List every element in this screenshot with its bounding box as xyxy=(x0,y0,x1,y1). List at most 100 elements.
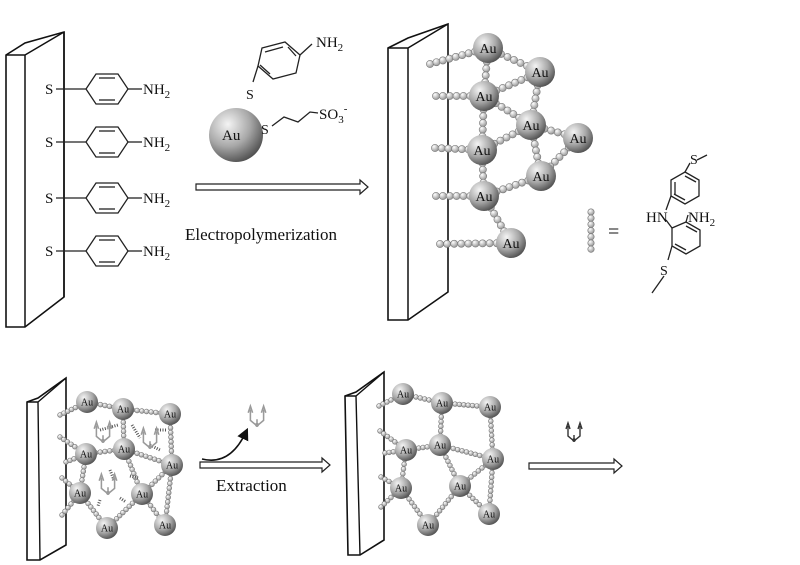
gold-nanoparticle xyxy=(154,514,176,536)
gold-nanoparticle xyxy=(390,477,412,499)
template-node xyxy=(106,490,110,495)
polymer-bead xyxy=(153,409,159,416)
polymer-bead xyxy=(488,418,494,424)
polymer-bead xyxy=(469,402,476,409)
polymer-bead xyxy=(413,394,419,400)
polymer-bead xyxy=(450,239,459,248)
gold-nanoparticle xyxy=(161,454,183,476)
polymer-bead xyxy=(400,466,407,472)
polymer-bead xyxy=(488,483,494,490)
polymer-bead xyxy=(587,233,595,241)
extraction-arrow xyxy=(199,456,331,474)
polymer-bead xyxy=(381,501,388,507)
polymer-bead xyxy=(485,239,494,248)
polymer-bead xyxy=(155,475,162,481)
polymer-bead xyxy=(120,419,127,426)
gold-nanoparticle xyxy=(76,391,98,413)
polymer-bead xyxy=(451,52,460,61)
polymer-bead xyxy=(62,478,69,484)
nanoparticle-label: Au xyxy=(532,170,549,185)
polymer-bead xyxy=(479,119,487,127)
polymer-bead xyxy=(503,106,512,115)
polymer-bead xyxy=(502,133,511,142)
polymer-bead xyxy=(72,444,78,450)
nanoparticle-label: Au xyxy=(117,405,129,416)
template-molecule xyxy=(140,425,160,450)
polymer-bead xyxy=(167,476,174,482)
polymer-bead xyxy=(432,192,440,200)
polymer-bead xyxy=(143,408,150,415)
polymer-bead xyxy=(168,429,174,436)
polymer-bead xyxy=(400,471,406,477)
polymer-bead xyxy=(126,503,132,510)
polymer-bead xyxy=(437,428,444,434)
polymer-bead xyxy=(560,148,569,157)
nanoparticle-label: Au xyxy=(159,521,171,532)
gold-nanoparticle xyxy=(131,483,153,505)
template-molecule xyxy=(98,471,118,496)
polymer-bead xyxy=(482,64,491,73)
polymer-bead xyxy=(68,441,74,447)
polymer-bead xyxy=(479,172,488,181)
nanoparticle-label: Au xyxy=(569,132,586,147)
polymer-bead xyxy=(167,425,174,431)
hydrogen-bond xyxy=(99,423,119,432)
gold-nanoparticle xyxy=(478,503,500,525)
polymer-bead xyxy=(381,431,387,437)
polymer-bead xyxy=(388,436,394,442)
polymer-bead xyxy=(164,503,170,510)
polymer-bead xyxy=(129,500,136,506)
monomer-nh2-label: NH2 xyxy=(688,210,715,229)
polymer-bead xyxy=(166,485,173,491)
extraction-label: Extraction xyxy=(216,476,287,495)
gold-nanoparticle xyxy=(449,475,471,497)
polymer-bead xyxy=(451,144,460,153)
gold-nanoparticle xyxy=(96,517,118,539)
nanoparticle-label: Au xyxy=(487,455,499,466)
polymer-bead xyxy=(587,208,595,216)
polymer-bead xyxy=(80,468,87,475)
polymer-bead xyxy=(148,409,154,415)
polymer-bead xyxy=(438,192,447,200)
polymer-bead xyxy=(62,508,68,515)
functionalized-nanoparticle: NH2 S Au S SO3- xyxy=(209,35,348,162)
electrode-substrate-4 xyxy=(344,370,385,556)
polymer-bead xyxy=(497,102,506,111)
polymer-bead xyxy=(438,92,447,100)
nanoparticle-label: Au xyxy=(80,450,92,461)
gold-nanoparticle xyxy=(516,110,546,140)
gold-nanoparticle xyxy=(469,81,499,111)
template-molecule xyxy=(565,420,583,442)
nanoparticle-label: Au xyxy=(473,144,490,159)
nanoparticle-label: Au xyxy=(483,510,495,521)
gold-nanoparticle xyxy=(525,57,555,87)
polymer-bead xyxy=(478,239,487,248)
polymer-bead xyxy=(471,471,478,477)
polymer-bead xyxy=(438,56,447,65)
nanoparticle-label: Au xyxy=(166,461,178,472)
gold-nanoparticle xyxy=(417,514,439,536)
polymer-bead xyxy=(464,239,473,248)
polymer-bead xyxy=(445,54,454,63)
nanoparticle-label: Au xyxy=(400,446,412,457)
template-node xyxy=(255,422,259,427)
polymer-bead xyxy=(57,434,63,440)
polymer-bead xyxy=(439,504,446,510)
polymer-bead xyxy=(481,71,490,80)
polymer-bead xyxy=(79,472,86,479)
polymer-bead xyxy=(382,476,388,482)
polymer-bead xyxy=(384,497,391,504)
polymer-bead xyxy=(384,433,391,440)
nanoparticle-label: Au xyxy=(118,445,130,456)
polymer-bead xyxy=(134,407,140,414)
polymer-bead xyxy=(107,448,113,454)
polymer-bead xyxy=(490,209,499,218)
polymer-bead xyxy=(478,125,487,134)
hydrogen-bond xyxy=(119,496,127,504)
polymer-chain-legend-icon xyxy=(587,208,595,253)
polymer-bead xyxy=(431,144,439,152)
polymer-bead xyxy=(456,401,463,408)
